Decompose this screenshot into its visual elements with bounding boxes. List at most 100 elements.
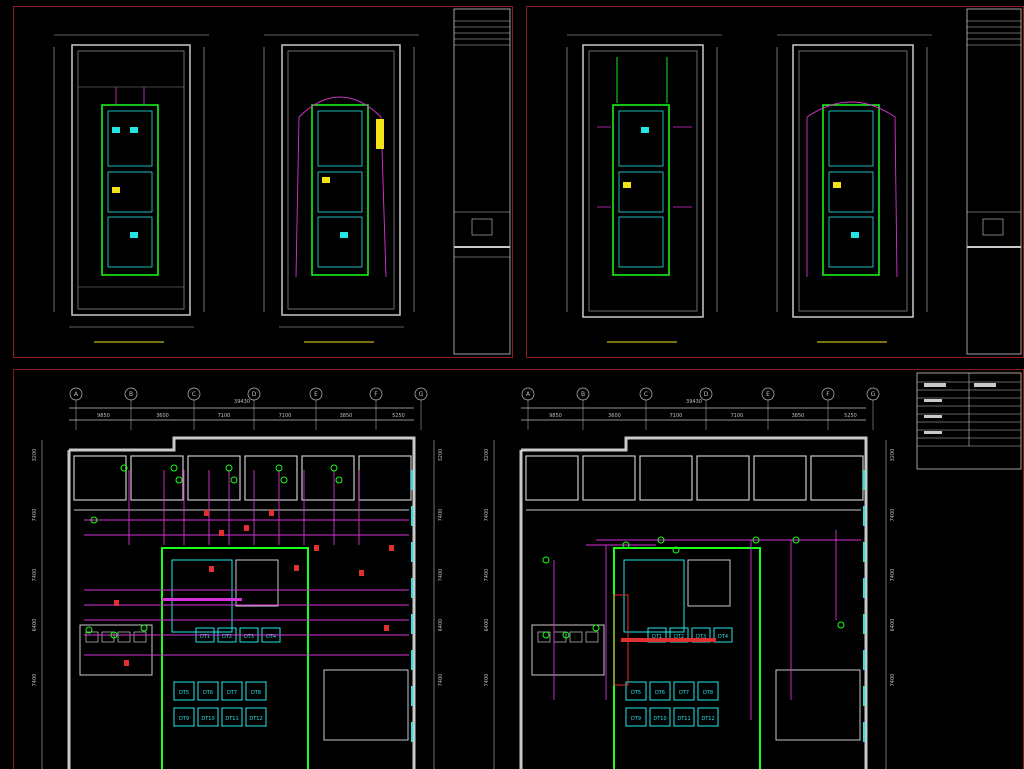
elevator-label: DT12 [701,716,714,722]
dimension-text: 5250 [392,413,405,419]
office-room [810,455,864,501]
elevator-cab [649,707,671,727]
office-room [696,455,750,501]
floor-plan-b [263,34,419,343]
axis-label: C [644,391,648,398]
dimension-text: 7100 [218,413,231,419]
elevator-label: DT6 [203,690,213,696]
circuit-tag [294,565,299,571]
elevator-label: DT4 [718,634,728,640]
light-fixture [542,631,550,639]
elevator-label: DT2 [222,634,232,640]
office-room [301,455,355,501]
dimension-text: 6400 [438,619,444,632]
building-core [161,547,309,769]
dimension-text: 3600 [156,413,169,419]
cable-run [553,544,607,700]
toilet-stall [85,631,99,643]
light-fixture [120,464,128,472]
office-room [73,455,127,501]
elevator-label: DT2 [674,634,684,640]
light-fixture [622,541,630,549]
axis-label: B [129,391,133,398]
elevator-label: DT8 [703,690,713,696]
elevator-cab [697,707,719,727]
toilet-stall [585,631,599,643]
dimension-text: 7400 [32,509,38,522]
toilet-stall [569,631,583,643]
axis-label: E [314,391,318,398]
elevator-label: DT4 [266,634,276,640]
light-fixture [175,476,183,484]
elevator-cab [197,681,219,701]
light-fixture [592,624,600,632]
floor-plan-a [53,34,209,343]
light-fixture [752,536,760,544]
elevator-label: DT1 [652,634,662,640]
shaft-room [235,559,279,607]
office-room [130,455,184,501]
dimension-text: 3850 [792,413,805,419]
axis-label: B [581,391,585,398]
light-fixture [140,624,148,632]
elevator-cab [173,707,195,727]
dimension-text: 7400 [32,569,38,582]
light-fixture [280,476,288,484]
elevator-label: DT5 [179,690,189,696]
axis-label: G [419,391,424,398]
light-fixture [330,464,338,472]
elevator-label: DT7 [679,690,689,696]
dimension-text: 7400 [438,674,444,687]
light-fixture [110,631,118,639]
light-fixture [562,631,570,639]
elevator-cab [221,681,243,701]
shaft-room [687,559,731,607]
dimension-text: 7400 [438,509,444,522]
circuit-tag [384,625,389,631]
dimension-text: 7400 [484,674,490,687]
floor-plan-pair-1 [53,8,511,355]
equipment-room [775,669,861,741]
axis-label: D [252,391,257,398]
elevator-cab [245,681,267,701]
floor-plan-d [776,34,932,343]
elevator-label: DT9 [631,716,641,722]
elevator-label: DT6 [655,690,665,696]
exterior-wall [69,436,416,769]
elevator-cab [673,707,695,727]
axis-label: C [192,391,196,398]
dimension-text: 3200 [438,449,444,462]
building-core [613,547,761,769]
axis-label: F [374,391,378,398]
axis-label: D [704,391,709,398]
elevator-label: DT11 [677,716,690,722]
circuit-tag [359,570,364,576]
dimension-text: 3200 [484,449,490,462]
dimension-text: 7400 [438,569,444,582]
axis-label: A [74,391,79,398]
circuit-tag [124,660,129,666]
title-block [453,8,511,355]
dimension-text: 3200 [32,449,38,462]
title-block [916,372,1022,470]
elevator-label: DT3 [696,634,706,640]
toilet-stall [117,631,131,643]
dimension-text: 9850 [97,413,110,419]
elevator-cab [197,707,219,727]
circuit-tag [204,510,209,516]
dimension-total: 39430 [234,399,250,405]
dimension-text: 3600 [608,413,621,419]
dimension-text: 3200 [890,449,896,462]
dimension-text: 7400 [890,569,896,582]
dimension-text: 6400 [890,619,896,632]
circuit-tag [209,566,214,572]
circuit-tag [269,510,274,516]
office-room [525,455,579,501]
dimension-text: 6400 [32,619,38,632]
drawing-sheet-top-right [526,6,1024,358]
elevator-label: DT7 [227,690,237,696]
cable-tray [162,598,242,601]
